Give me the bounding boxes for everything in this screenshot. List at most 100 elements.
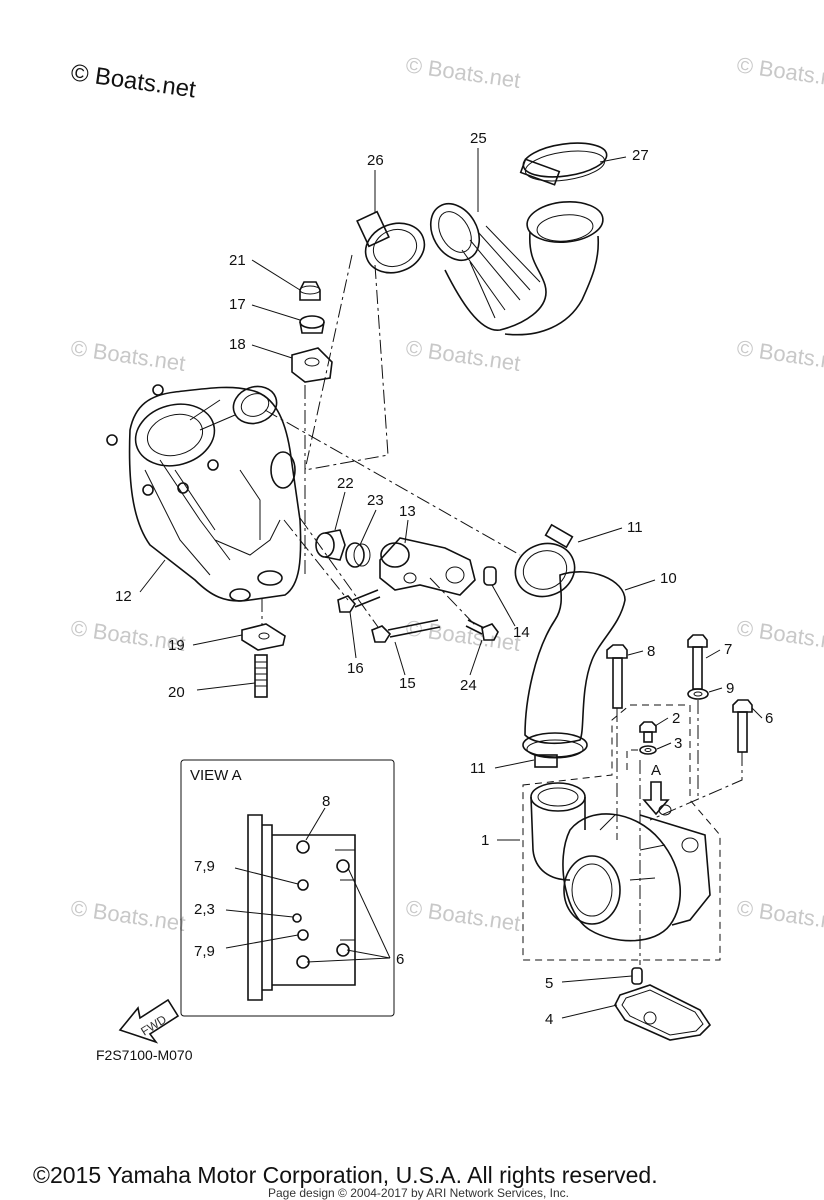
- callout-2: 2: [672, 710, 680, 727]
- callout-10: 10: [660, 570, 677, 587]
- leader-line: [561, 1004, 618, 1019]
- callout-25: 25: [470, 130, 487, 147]
- washer-9: [687, 688, 709, 700]
- watermark: © Boats.net: [404, 895, 522, 936]
- callout-20: 20: [168, 684, 185, 701]
- leader-line: [251, 259, 301, 291]
- leader-line: [624, 579, 656, 591]
- callout-17: 17: [229, 296, 246, 313]
- leader-line: [139, 559, 166, 593]
- callout-4: 4: [545, 1011, 553, 1028]
- pin-14: [483, 566, 497, 586]
- watermark: © Boats.net: [404, 335, 522, 376]
- hose-clamp-11-upper: [514, 523, 576, 598]
- leader-line: [656, 742, 672, 750]
- hose-clamp-11-lower: [522, 732, 588, 768]
- assembly-line: [649, 752, 743, 821]
- leader-line: [192, 634, 243, 646]
- fwd-arrow-icon: FWD: [118, 998, 180, 1044]
- watermark-main: © Boats.net: [69, 59, 198, 103]
- callout-26: 26: [367, 152, 384, 169]
- leader-line: [196, 682, 256, 691]
- callout-3: 3: [674, 735, 682, 752]
- callout-22: 22: [337, 475, 354, 492]
- watermark: © Boats.net: [404, 52, 522, 93]
- hose-clamp-26: [356, 210, 426, 274]
- leader-line: [469, 639, 483, 676]
- leader-line: [494, 759, 535, 769]
- stud-20: [254, 654, 268, 698]
- washer-3: [639, 745, 657, 755]
- bolt-6: [732, 699, 753, 753]
- callout-27: 27: [632, 147, 649, 164]
- watermark: © Boats.net: [735, 335, 824, 376]
- collar-22: [315, 529, 346, 561]
- leader-line: [599, 156, 627, 163]
- nut-21: [299, 281, 321, 301]
- callout-11: 11: [627, 519, 643, 536]
- view-a-label-6: 6: [396, 951, 404, 968]
- leader-line: [577, 527, 623, 543]
- view-a-label-2-3: 2,3: [194, 901, 215, 918]
- leader-line: [561, 975, 633, 983]
- gasket-4: [614, 984, 712, 1041]
- view-a-inset: VIEW A 8 7,9 2,3 7,9 6: [180, 759, 404, 1017]
- drawing-code: F2S7100-M070: [96, 1047, 193, 1063]
- view-a-label-7-9-lower: 7,9: [194, 943, 215, 960]
- leader-line: [751, 707, 763, 719]
- hose-10: [524, 571, 626, 745]
- pin-5: [631, 967, 643, 985]
- leader-line: [654, 717, 669, 727]
- view-a-title: VIEW A: [190, 767, 242, 784]
- callout-23: 23: [367, 492, 384, 509]
- damper-18: [291, 347, 333, 383]
- leader-line: [359, 509, 377, 546]
- page-design-notice: Page design © 2004-2017 by ARI Network S…: [268, 1186, 569, 1200]
- callout-21: 21: [229, 252, 246, 269]
- watermark: © Boats.net: [735, 615, 824, 656]
- callout-15: 15: [399, 675, 416, 692]
- assembly-boundary-2: [626, 749, 640, 770]
- leader-line: [394, 641, 406, 676]
- plate-19: [241, 623, 286, 651]
- callout-19: 19: [168, 637, 185, 654]
- assembly-line: [264, 409, 521, 556]
- callout-12: 12: [115, 588, 132, 605]
- callout-13: 13: [399, 503, 416, 520]
- callout-9: 9: [726, 680, 734, 697]
- intake-housing-12: [106, 384, 302, 602]
- damper-23: [345, 542, 371, 568]
- leader-line: [705, 649, 721, 659]
- bolt-16: [337, 589, 381, 613]
- leader-line: [251, 304, 301, 321]
- leader-line: [491, 584, 516, 627]
- bracket-13: [379, 537, 476, 596]
- turbocharger-1: [530, 782, 711, 942]
- watermark: © Boats.net: [735, 52, 824, 93]
- leader-line: [404, 519, 409, 544]
- assembly-boundary-1: [522, 704, 721, 961]
- bolt-24: [465, 619, 499, 641]
- leader-line: [627, 650, 644, 656]
- intake-duct-25: [429, 201, 604, 336]
- bolt-8: [606, 644, 628, 709]
- bolt-2: [639, 721, 657, 743]
- watermark: © Boats.net: [735, 895, 824, 936]
- view-a-label-7-9-upper: 7,9: [194, 858, 215, 875]
- leader-line: [349, 611, 357, 659]
- callout-8: 8: [647, 643, 655, 660]
- leader-line: [251, 344, 293, 359]
- watermark: © Boats.net: [69, 895, 187, 936]
- bolt-7: [687, 634, 708, 690]
- assembly-line: [304, 254, 353, 471]
- watermark: © Boats.net: [69, 335, 187, 376]
- view-a-arrow: [642, 781, 670, 816]
- hose-clamp-27: [519, 142, 608, 186]
- bolt-15: [371, 619, 441, 643]
- assembly-line: [304, 264, 389, 471]
- callout-1: 1: [481, 832, 489, 849]
- callout-24: 24: [460, 677, 477, 694]
- watermark: © Boats.net: [404, 615, 522, 656]
